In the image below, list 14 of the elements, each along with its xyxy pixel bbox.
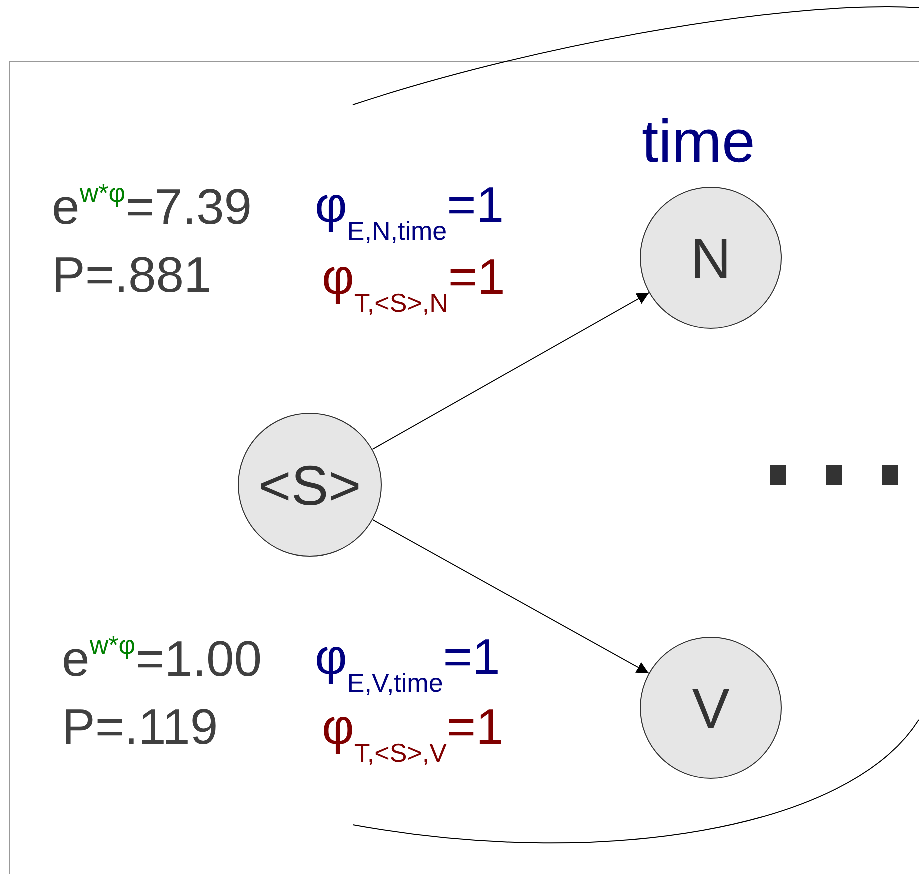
node-label: N bbox=[690, 226, 732, 290]
arrow bbox=[372, 520, 650, 674]
formula-text: e$^{w*φ}$=1.00 bbox=[62, 632, 262, 684]
formula-text: φ$_{E,V,time}$=1 bbox=[315, 632, 500, 696]
node-label: <S> bbox=[258, 452, 362, 518]
formula-text: φ$_{E,N,time}$=1 bbox=[315, 180, 504, 244]
formula-text: φ$_{T,<S>,N}$=1 bbox=[322, 252, 506, 316]
formula-text: φ$_{T,<S>,V}$=1 bbox=[322, 702, 504, 766]
node-label: V bbox=[692, 676, 730, 740]
formula-text: P=.881 bbox=[52, 250, 212, 300]
column-heading: time bbox=[642, 112, 756, 172]
formula-text: P=.119 bbox=[62, 702, 218, 752]
formula-text: e$^{w*φ}$=7.39 bbox=[52, 180, 252, 232]
arrow bbox=[372, 292, 650, 450]
